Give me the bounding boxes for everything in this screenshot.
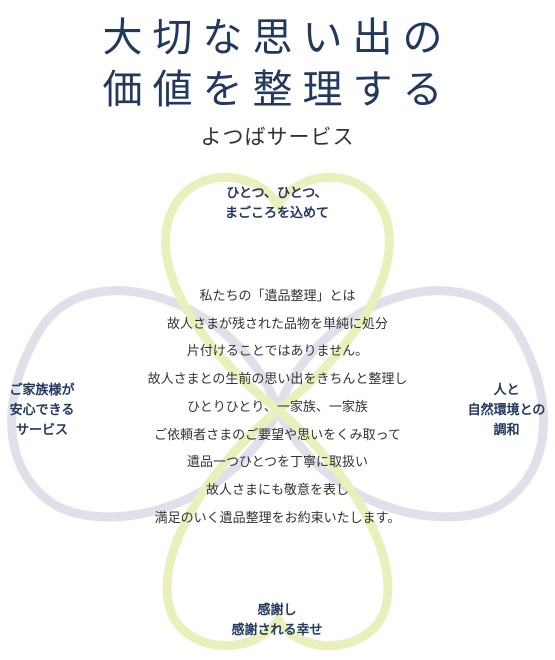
petal-label-left-line: ご家族様が — [9, 383, 75, 398]
statement-line: 私たちの「遺品整理」とは — [199, 289, 356, 304]
statement-line: 遺品一つひとつを丁寧に取扱い — [186, 455, 369, 471]
petal-label-top-line: まごころを込めて — [224, 206, 329, 221]
petal-label-right-line: 自然環境との — [467, 403, 546, 418]
statement-line: 故人さまが残された品物を単純に処分 — [166, 316, 388, 332]
statement-line: ご依頼者さまのご要望や思いをくみ取って — [154, 427, 401, 443]
clover-petal-top — [161, 172, 394, 416]
petal-label-left-line: 安心できる — [9, 403, 75, 418]
page-subtitle: よつばサービス — [200, 125, 355, 149]
petal-label-bottom: 感謝し 感謝される幸せ — [177, 601, 377, 641]
petal-label-bottom-line: 感謝し — [257, 603, 297, 618]
statement-line: 故人さまにも敬意を表し — [205, 482, 349, 498]
mission-statement: 私たちの「遺品整理」とは 故人さまが残された品物を単純に処分 片付けることではあ… — [100, 283, 455, 532]
petal-label-top: ひとつ、ひとつ、 まごころを込めて — [177, 184, 377, 224]
petal-label-top-line: ひとつ、ひとつ、 — [226, 186, 328, 201]
statement-line: 片付けることではありません。 — [186, 344, 369, 360]
statement-line: ひとりひとり、一家族、一家族 — [187, 399, 368, 415]
statement-line: 故人さまとの生前の思い出をきちんと整理し — [147, 372, 408, 388]
petal-label-left-line: サービス — [15, 423, 68, 438]
clover-petal-bottom — [162, 404, 393, 651]
petal-label-right-line: 調和 — [493, 423, 520, 438]
statement-line: 満足のいく遺品整理をお約束いたします。 — [154, 510, 401, 526]
petal-label-left: ご家族様が 安心できる サービス — [0, 381, 84, 441]
petal-label-right: 人と 自然環境との 調和 — [458, 381, 555, 441]
petal-label-bottom-line: 感謝される幸せ — [231, 623, 323, 638]
page-title-line1: 大切な思い出の — [102, 15, 453, 61]
page-title-line2: 価値を整理する — [102, 67, 453, 113]
petal-label-right-line: 人と — [493, 383, 520, 398]
